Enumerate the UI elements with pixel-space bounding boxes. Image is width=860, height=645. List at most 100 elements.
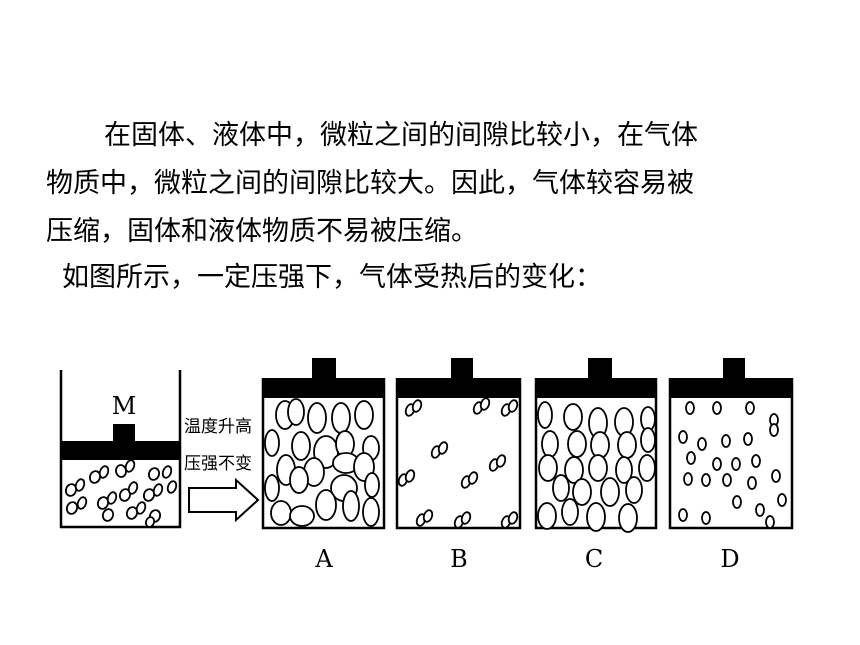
gas-heating-diagram: M 温度升高 压强不变 A B C D: [59, 358, 794, 573]
option-label-A: A: [314, 545, 333, 573]
container-A-walls: [261, 378, 386, 530]
particle: [507, 399, 519, 413]
container-D-particles: [678, 401, 787, 529]
particle: [755, 503, 765, 517]
original-piston-handle: [113, 424, 135, 442]
particle: [712, 401, 722, 415]
option-label-D: D: [720, 545, 739, 573]
particle: [617, 431, 637, 459]
particle: [722, 473, 732, 487]
particle: [747, 476, 757, 490]
particle: [685, 401, 695, 415]
container-B-piston: [397, 378, 520, 398]
particle: [98, 465, 110, 479]
particle: [638, 454, 656, 482]
particle: [467, 471, 479, 485]
particle: [625, 476, 643, 504]
particle: [590, 431, 610, 459]
particle: [552, 474, 570, 502]
particle: [588, 454, 608, 482]
particle: [331, 402, 351, 434]
container-B-handle: [451, 358, 473, 379]
original-piston-plate: [61, 441, 180, 460]
particle: [135, 501, 147, 515]
particle: [495, 454, 507, 468]
arrow-text-pressure: 压强不变: [184, 454, 252, 474]
particle: [152, 483, 164, 497]
particle: [771, 469, 781, 483]
particle: [572, 478, 592, 506]
particle: [586, 502, 606, 532]
particle: [118, 488, 132, 502]
heating-arrow: 温度升高 压强不变: [184, 417, 260, 523]
particle: [460, 511, 472, 525]
particle: [64, 483, 78, 497]
particle: [745, 401, 755, 415]
particle: [777, 493, 787, 507]
particle: [561, 498, 579, 526]
container-C-piston: [536, 378, 656, 398]
particle: [411, 399, 423, 413]
arrow-icon: [188, 477, 260, 523]
particle: [354, 400, 374, 430]
particle: [289, 505, 315, 527]
paragraph-line-3: 压缩，固体和液体物质不易被压缩。: [46, 216, 478, 247]
container-A-piston: [263, 378, 384, 398]
particle: [124, 459, 136, 473]
particle: [270, 500, 292, 526]
particle: [106, 491, 118, 505]
particle: [287, 398, 305, 426]
particle: [76, 496, 88, 510]
particle: [600, 477, 620, 507]
particle: [88, 470, 102, 484]
container-A-handle: [312, 358, 336, 379]
container-A-particles: [264, 398, 380, 527]
particle: [289, 466, 309, 494]
container-A: A: [261, 358, 386, 573]
particle: [712, 457, 722, 471]
particle: [567, 430, 587, 458]
particle: [769, 423, 779, 437]
particle: [147, 467, 161, 481]
particle: [732, 495, 742, 509]
particle: [743, 432, 753, 446]
particle: [127, 481, 139, 495]
container-C-handle: [588, 358, 612, 379]
particle: [65, 501, 79, 515]
particle: [507, 511, 519, 525]
paragraph-line-2: 物质中，微粒之间的间隙比较大。因此，气体较容易被: [46, 168, 694, 199]
particle: [697, 437, 707, 451]
particle: [537, 502, 557, 530]
particle: [686, 451, 696, 465]
particle: [678, 508, 688, 522]
particle: [404, 469, 416, 483]
container-C: C: [534, 358, 658, 573]
particle: [264, 429, 280, 457]
particle: [563, 403, 583, 431]
particle: [721, 434, 731, 448]
paragraph-line-1: 在固体、液体中，微粒之间的间隙比较小，在气体: [104, 120, 698, 151]
particle: [678, 430, 688, 444]
particle: [142, 488, 156, 502]
particle: [701, 511, 711, 525]
arrow-text-temperature: 温度升高: [184, 417, 252, 437]
container-D-piston: [670, 378, 792, 398]
particle: [701, 473, 711, 487]
particle: [364, 472, 380, 498]
particle: [683, 472, 693, 486]
particle: [537, 401, 553, 429]
container-B-particles: [397, 397, 519, 529]
particle: [291, 431, 311, 461]
container-B: B: [395, 358, 522, 573]
container-D-handle: [723, 358, 745, 379]
particle: [751, 454, 761, 468]
particle: [437, 441, 449, 455]
container-C-particles: [537, 401, 656, 533]
particle: [615, 456, 633, 484]
particle: [96, 496, 110, 510]
particle: [362, 497, 380, 527]
particle: [125, 506, 139, 520]
container-D-walls: [668, 378, 794, 530]
particle: [307, 402, 327, 434]
piston-label: M: [112, 392, 137, 420]
